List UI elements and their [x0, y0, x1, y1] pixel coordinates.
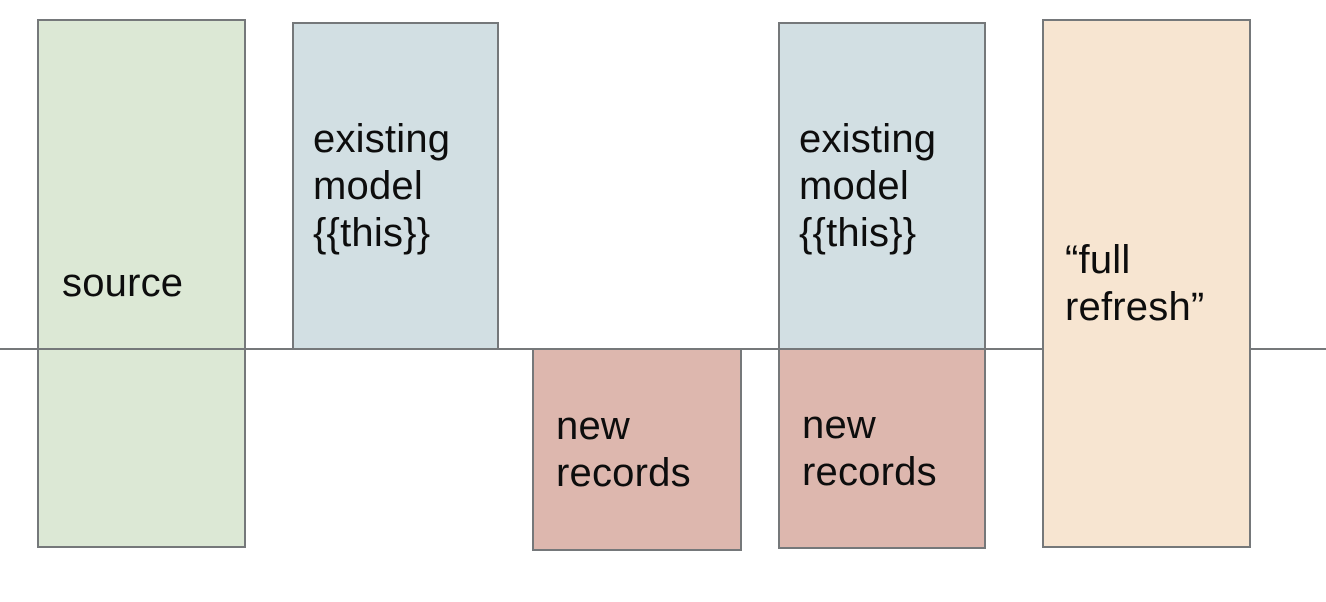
new-records-box-1-label: new records [556, 403, 691, 495]
existing-model-box-2: existing model {{this}} [778, 22, 986, 350]
full-refresh-box-label: “full refresh” [1065, 237, 1205, 329]
existing-model-box-1: existing model {{this}} [292, 22, 499, 350]
new-records-box-1: new records [532, 348, 742, 551]
source-box: source [37, 19, 246, 548]
new-records-box-2-label: new records [802, 402, 937, 494]
full-refresh-box: “full refresh” [1042, 19, 1251, 548]
existing-model-box-1-label: existing model {{this}} [313, 116, 451, 255]
existing-model-box-2-label: existing model {{this}} [799, 116, 937, 255]
source-box-label: source [62, 261, 184, 305]
new-records-box-2: new records [778, 348, 986, 549]
